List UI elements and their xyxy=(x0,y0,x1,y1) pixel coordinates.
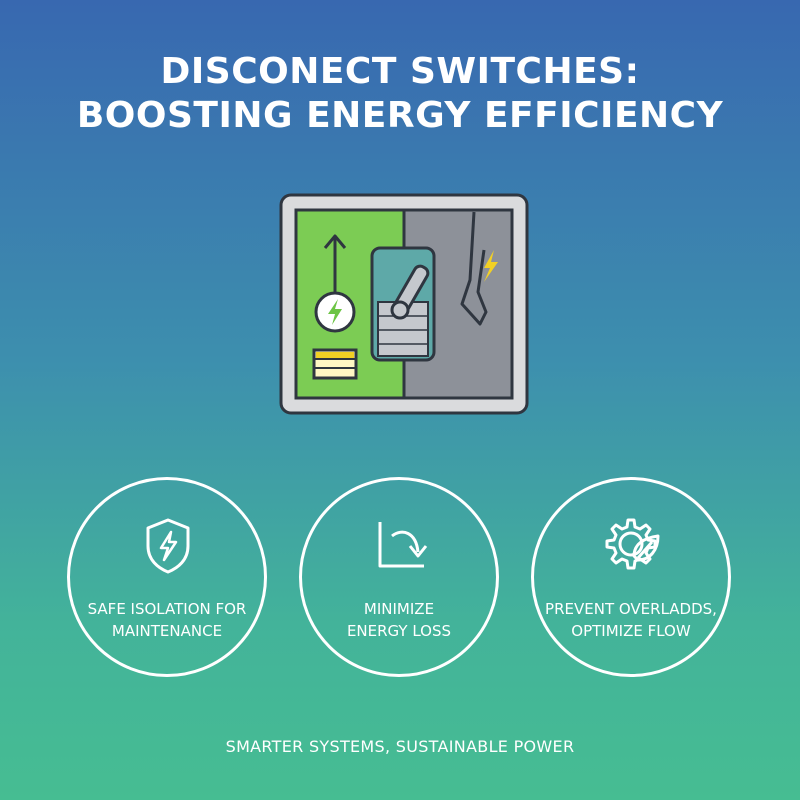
tagline: SMARTER SYSTEMS, SUSTAINABLE POWER xyxy=(225,737,575,756)
curved-arrow-chart-icon xyxy=(378,522,428,568)
feature-label: MINIMIZE ENERGY LOSS xyxy=(312,598,486,642)
gear-leaf-icon xyxy=(605,518,660,570)
page-title-line-1: DISCONECT SWITCHES: xyxy=(160,51,640,92)
disconnect-switch-panel-icon xyxy=(279,193,529,415)
feature-label-line-1: PREVENT OVERLADDS, xyxy=(545,600,717,618)
feature-prevent-overloads: PREVENT OVERLADDS, OPTIMIZE FLOW xyxy=(531,477,731,677)
feature-safe-isolation: SAFE ISOLATION FOR MAINTENANCE xyxy=(67,477,267,677)
feature-label-line-1: MINIMIZE xyxy=(363,600,435,618)
page-title: DISCONECT SWITCHES: BOOSTING ENERGY EFFI… xyxy=(0,50,800,138)
feature-label-line-1: SAFE ISOLATION FOR xyxy=(87,600,247,618)
shield-bolt-icon xyxy=(146,518,190,574)
page-title-line-2: BOOSTING ENERGY EFFICIENCY xyxy=(76,95,724,136)
feature-label-line-2: MAINTENANCE xyxy=(111,622,223,640)
feature-label-line-2: ENERGY LOSS xyxy=(346,622,452,640)
feature-minimize-loss: MINIMIZE ENERGY LOSS xyxy=(299,477,499,677)
feature-label: PREVENT OVERLADDS, OPTIMIZE FLOW xyxy=(544,598,718,642)
feature-label-line-2: OPTIMIZE FLOW xyxy=(571,622,691,640)
feature-label: SAFE ISOLATION FOR MAINTENANCE xyxy=(80,598,254,642)
